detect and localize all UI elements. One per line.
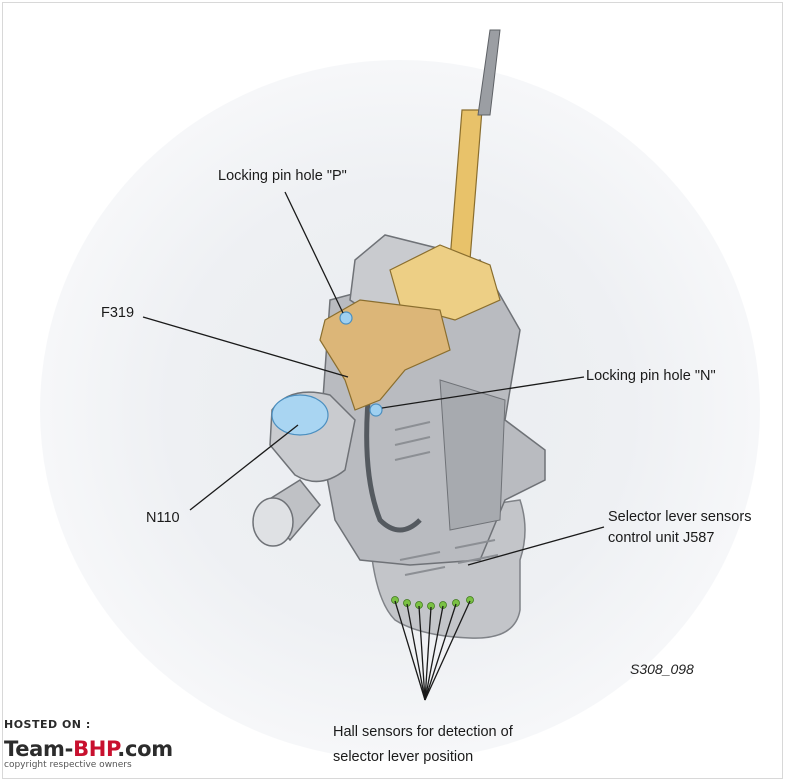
label-selector-lever-sensors-line2: control unit J587: [608, 530, 715, 546]
watermark-brand-suffix: .com: [117, 737, 173, 761]
wire-harness: [364, 379, 422, 533]
label-hall-sensors-line2: selector lever position: [333, 749, 474, 765]
locking-plate: [319, 299, 451, 411]
label-locking-pin-hole-n: Locking pin hole "N": [586, 368, 716, 384]
label-locking-pin-hole-p: Locking pin hole "P": [218, 168, 347, 184]
watermark-brand: Team-BHP.com: [4, 737, 173, 761]
watermark-hosted-on: HOSTED ON :: [4, 718, 91, 731]
housing-slots: [394, 421, 499, 576]
watermark-brand-red: BHP: [73, 737, 118, 761]
label-n110: N110: [146, 510, 180, 526]
locking-pin-hole-n: [369, 403, 383, 417]
watermark: HOSTED ON : Team-BHP.com copyright respe…: [4, 718, 173, 770]
label-hall-sensors-line1: Hall sensors for detection of: [333, 724, 513, 740]
housing-side-plate: [439, 379, 506, 531]
figure-id: S308_098: [630, 661, 694, 677]
watermark-copyright: copyright respective owners: [4, 760, 132, 770]
watermark-brand-prefix: Team-: [4, 737, 74, 761]
leader-lines: [142, 191, 605, 701]
locking-pin-hole-p: [339, 311, 353, 325]
label-selector-lever-sensors: Selector lever sensors control unit J587: [608, 507, 751, 549]
selector-lever-shaft: [449, 109, 483, 261]
selector-lever-tip: [477, 29, 501, 116]
label-selector-lever-sensors-line1: Selector lever sensors: [608, 509, 752, 525]
solenoid-plunger-end: [252, 497, 294, 547]
label-f319: F319: [101, 305, 135, 321]
solenoid-n110-cap: [271, 394, 329, 436]
label-hall-sensors: Hall sensors for detection of selector l…: [333, 720, 513, 770]
